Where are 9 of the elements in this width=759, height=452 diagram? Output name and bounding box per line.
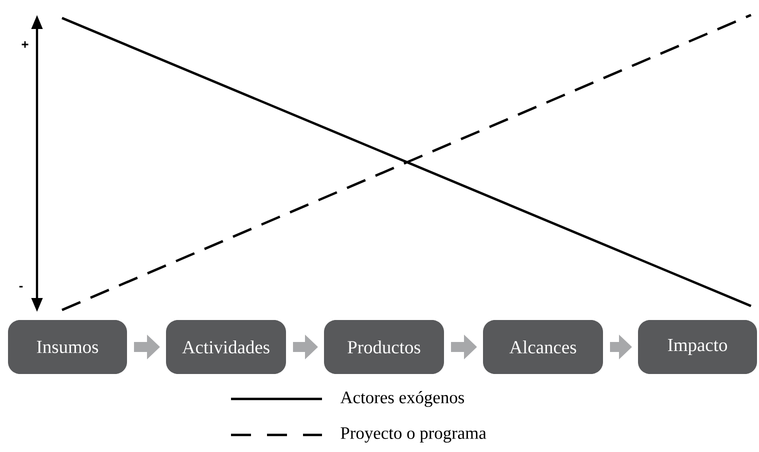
legend-text: Proyecto o programa [340, 427, 486, 443]
process-box: Alcances [483, 320, 603, 374]
legend-text: Actores exógenos [340, 391, 464, 407]
axis-label: + [22, 41, 28, 48]
process-box: Impacto [638, 320, 757, 374]
axis-label: - [19, 286, 23, 288]
process-box: Insumos [8, 320, 127, 374]
process-box: Productos [324, 320, 444, 374]
process-box: Actividades [166, 320, 286, 374]
